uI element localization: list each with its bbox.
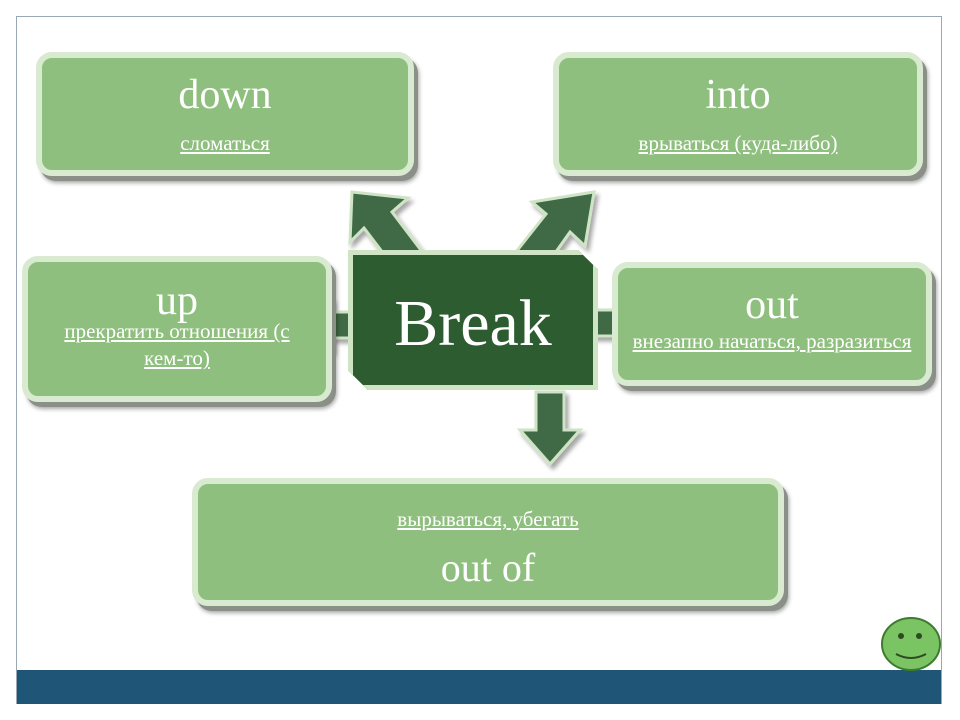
box-outof: вырываться, убегать out of	[192, 478, 784, 606]
box-into-translation[interactable]: врываться (куда-либо)	[638, 131, 838, 155]
box-out-title: out	[745, 282, 799, 328]
arrow-down-icon	[516, 390, 584, 467]
box-down-title: down	[178, 72, 272, 118]
box-up-translation[interactable]: прекратить отношения (с кем-то)	[64, 319, 290, 371]
box-outof-translation[interactable]: вырываться, убегать	[397, 507, 579, 531]
box-up-title: up	[156, 278, 198, 324]
box-down-translation[interactable]: сломаться	[180, 131, 270, 155]
box-into-title: into	[705, 72, 771, 118]
footer-bar	[17, 670, 941, 704]
box-out-translation[interactable]: внезапно начаться, разразиться	[632, 329, 912, 353]
box-into: into врываться (куда-либо)	[553, 52, 923, 176]
box-out: out внезапно начаться, разразиться	[612, 262, 932, 386]
center-node: Break	[348, 250, 598, 390]
box-down: down сломаться	[36, 52, 414, 176]
center-label: Break	[394, 287, 552, 360]
box-up: up прекратить отношения (с кем-то)	[22, 256, 332, 402]
smiley-icon	[881, 617, 941, 671]
box-outof-title: out of	[440, 545, 536, 590]
